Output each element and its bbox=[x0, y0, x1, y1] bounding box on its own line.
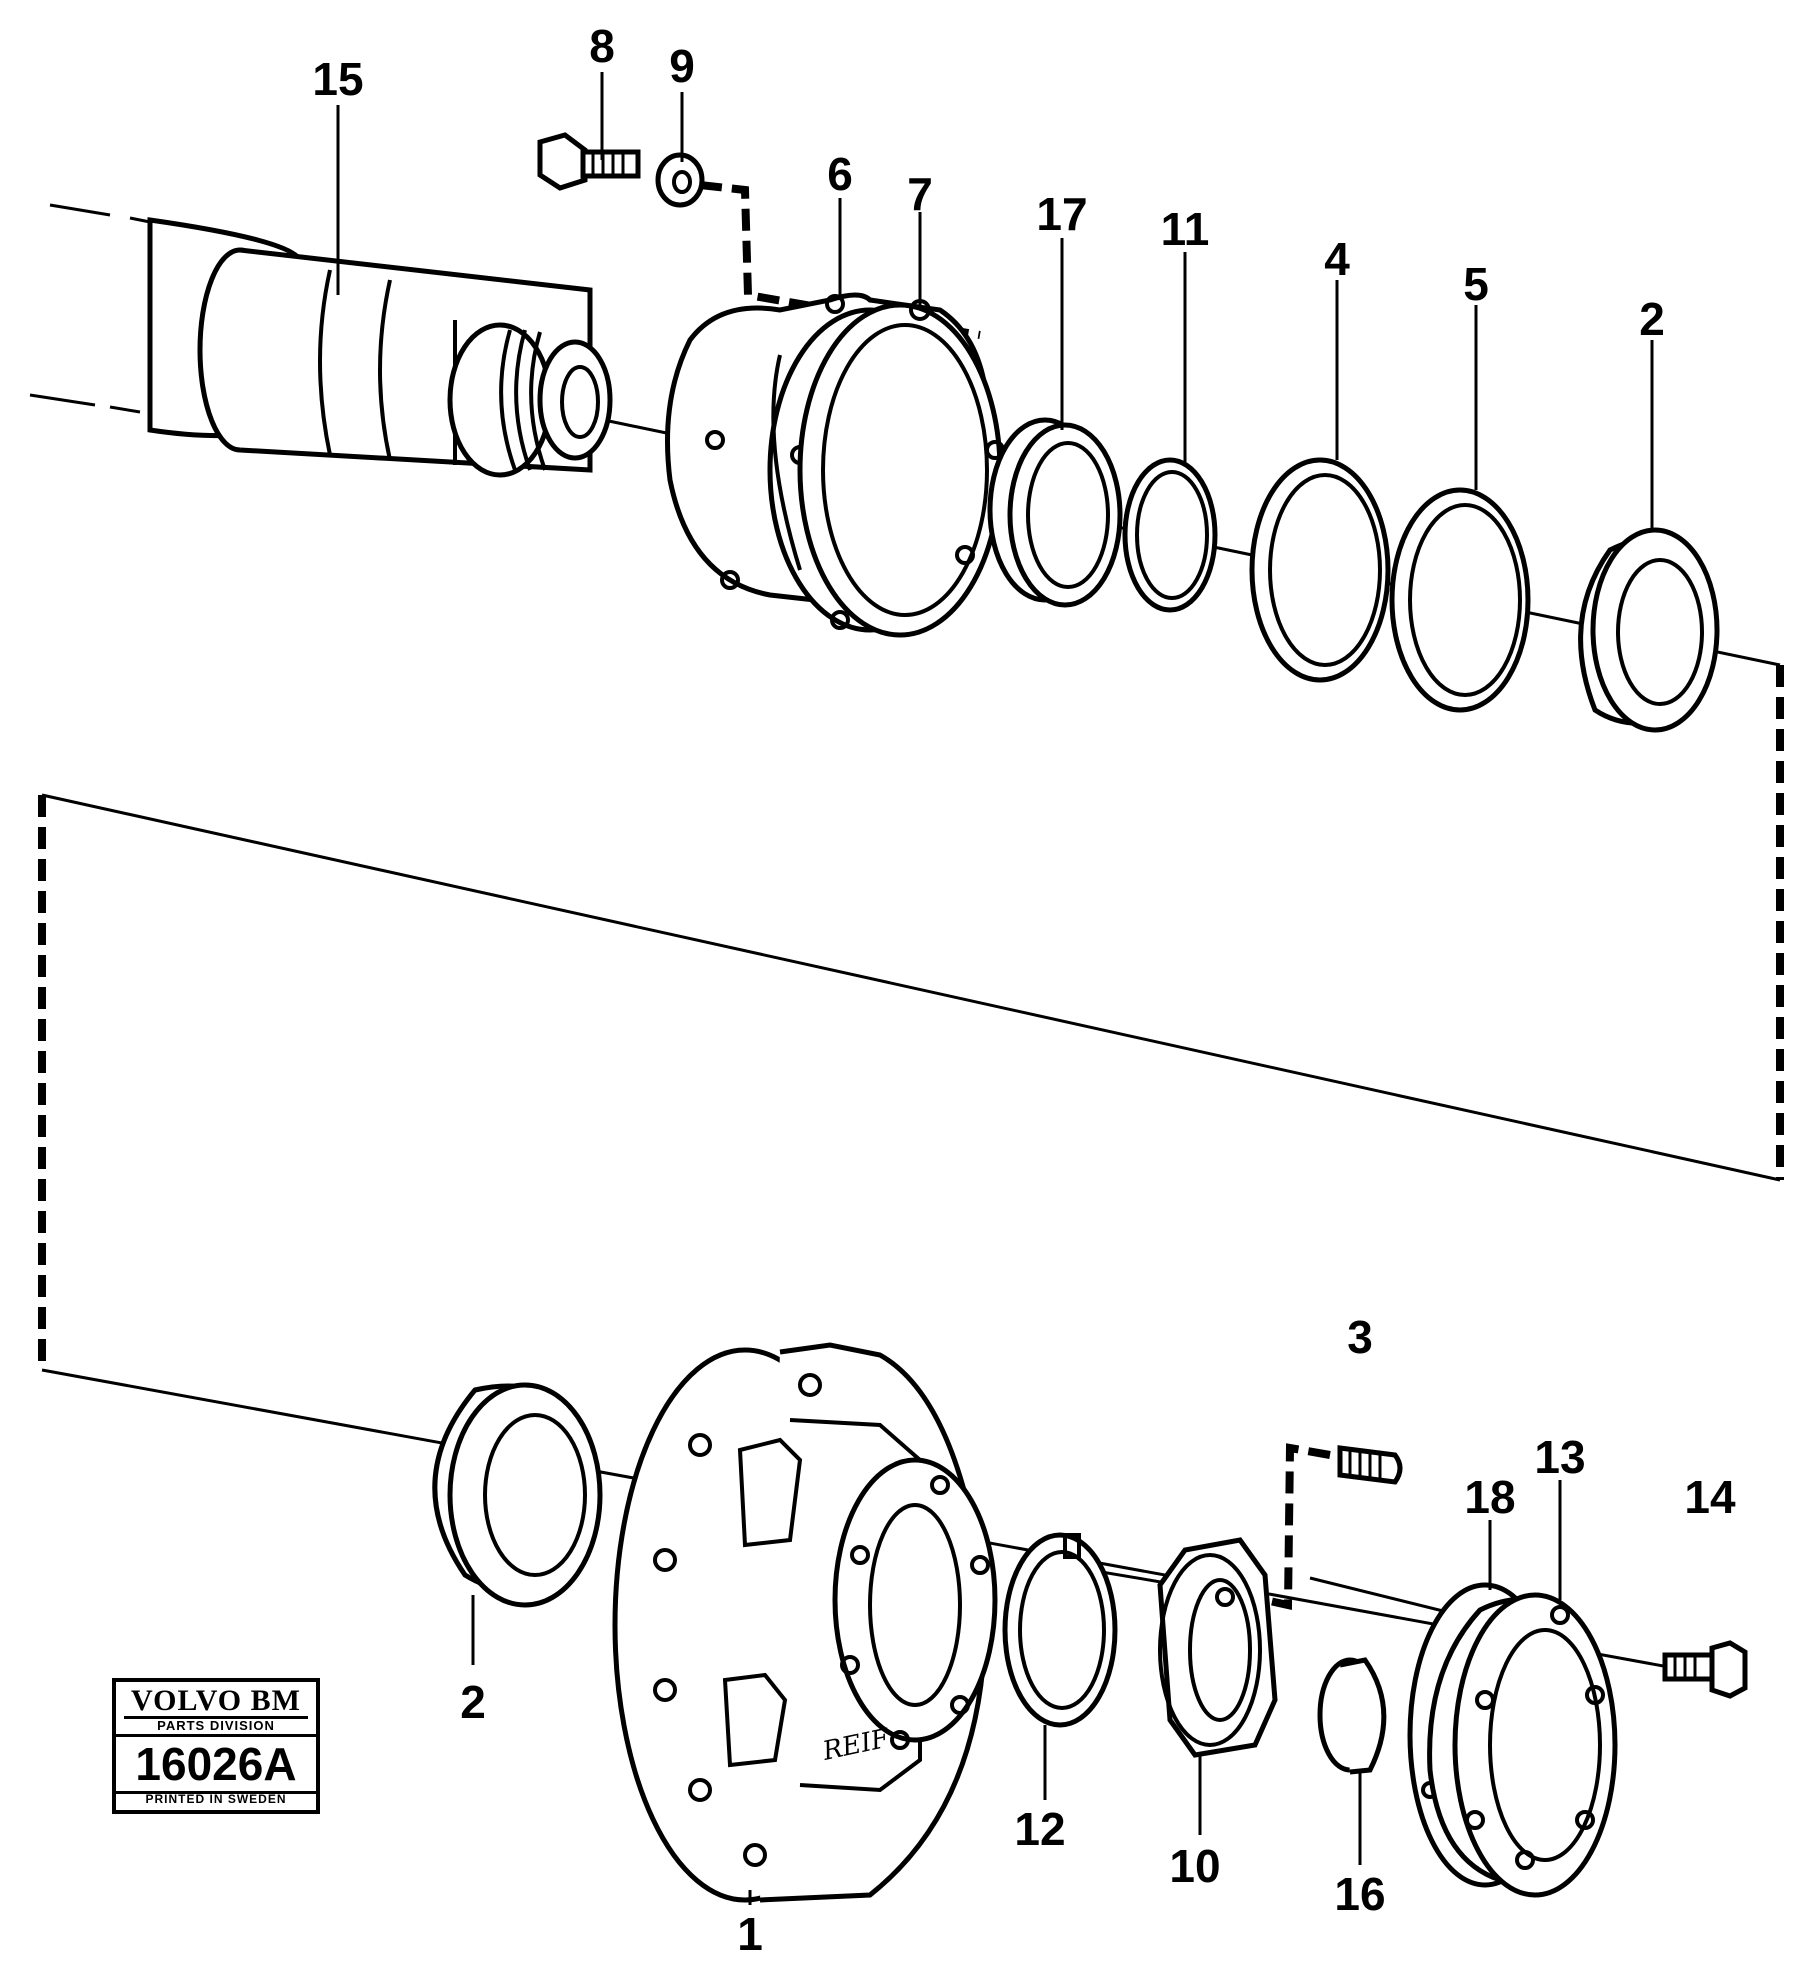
bolt-14 bbox=[1662, 1640, 1748, 1699]
lock-washer-12 bbox=[1002, 1532, 1118, 1728]
callout-8: 8 bbox=[589, 20, 615, 72]
bearing-2-lower bbox=[432, 1382, 603, 1608]
callout-16: 16 bbox=[1334, 1868, 1385, 1920]
callout-1: 1 bbox=[737, 1908, 763, 1960]
callout-12: 12 bbox=[1014, 1803, 1065, 1855]
callout-4: 4 bbox=[1324, 233, 1350, 285]
callouts: 15 8 9 6 7 17 11 4 5 2 3 13 18 14 2 12 1… bbox=[312, 20, 1736, 1960]
axle-shaft bbox=[147, 217, 613, 478]
callout-2-lower: 2 bbox=[460, 1676, 486, 1728]
illustration-code: 16026A bbox=[116, 1734, 316, 1794]
volvo-bm-parts-logo: VOLVO BM PARTS DIVISION 16026A PRINTED I… bbox=[112, 1678, 320, 1814]
logo-printed: PRINTED IN SWEDEN bbox=[145, 1792, 287, 1806]
plug-3 bbox=[1337, 1445, 1403, 1485]
callout-18: 18 bbox=[1464, 1471, 1515, 1523]
bolt-8 bbox=[537, 132, 641, 191]
seal-ring-4 bbox=[1249, 457, 1391, 683]
bearing-2-upper bbox=[1578, 527, 1720, 733]
callout-14: 14 bbox=[1684, 1471, 1736, 1523]
washer-9 bbox=[655, 152, 705, 208]
logo-brand: VOLVO BM bbox=[124, 1686, 308, 1719]
callout-15: 15 bbox=[312, 53, 363, 105]
gasket-7 bbox=[797, 299, 1005, 638]
bearing-race-17 bbox=[987, 417, 1123, 608]
logo-division: PARTS DIVISION bbox=[157, 1718, 275, 1733]
nut-10 bbox=[1157, 1537, 1278, 1758]
cover-13 bbox=[1427, 1592, 1618, 1898]
callout-11: 11 bbox=[1161, 203, 1210, 255]
callout-6: 6 bbox=[827, 148, 853, 200]
callout-3: 3 bbox=[1347, 1311, 1373, 1363]
callout-9: 9 bbox=[669, 40, 695, 92]
snap-ring-11 bbox=[1122, 457, 1218, 613]
leader-lines bbox=[336, 72, 1654, 1905]
cover-16 bbox=[1317, 1657, 1387, 1775]
callout-7: 7 bbox=[907, 168, 933, 220]
callout-17: 17 bbox=[1036, 188, 1087, 240]
callout-13: 13 bbox=[1534, 1431, 1585, 1483]
callout-5: 5 bbox=[1463, 258, 1489, 310]
callout-2-upper: 2 bbox=[1639, 293, 1665, 345]
seal-ring-5 bbox=[1389, 487, 1531, 713]
wheel-hub-1 bbox=[612, 1342, 998, 1903]
callout-10: 10 bbox=[1169, 1840, 1220, 1892]
